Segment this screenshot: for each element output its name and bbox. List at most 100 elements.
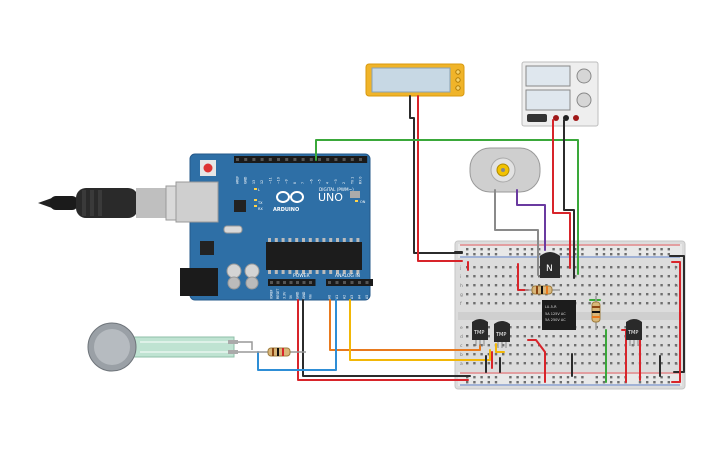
digital-pin-label: ~3 [334,179,338,184]
row-letter: b [460,352,463,358]
power-pin[interactable] [309,281,312,284]
digital-pin-label: ~10 [277,177,281,184]
analog-pin[interactable] [343,281,346,284]
digital-pin-label: RX 0 [359,177,363,184]
resistor-icon[interactable] [525,285,560,295]
analog-pin-label: A2 [343,295,347,299]
analog-pin-label: A5 [365,295,369,299]
analog-pin-label: A1 [335,295,339,299]
digital-pin[interactable] [309,158,313,161]
resistor-icon[interactable] [262,347,306,357]
row-letter: e [460,326,463,331]
row-letter: a [460,362,463,367]
rx-label: RX [258,207,263,211]
power-pin-label: GND [296,291,300,299]
digital-pwm-label: DIGITAL (PWM~) [319,187,354,192]
relay-label-1: LU-5-R [545,305,557,309]
digital-pin[interactable] [277,158,280,161]
analog-pin-label: A0 [328,295,332,299]
analog-pin[interactable] [358,281,361,284]
force-sensor-icon[interactable] [87,322,262,372]
digital-pin[interactable] [350,158,354,161]
digital-pin-label: 12 [260,180,264,184]
transistor-label: N [546,264,553,274]
row-letter: i [675,274,676,280]
power-pin-label: GND [302,291,306,299]
arduino-logo-icon [276,191,304,203]
lcd-display-icon[interactable] [365,63,465,97]
analog-in-label: ANALOG IN [335,273,360,279]
row-letter: d [675,334,678,340]
row-letter: g [460,293,463,298]
temperature-sensor-icon[interactable]: TMP [472,319,488,346]
digital-pin-label: 2 [342,182,346,184]
power-pin-label: 3.3V [283,291,287,299]
digital-pin[interactable] [359,158,362,161]
row-letter: d [460,334,463,340]
row-letter: f [460,301,462,307]
digital-pin-label: 7 [301,182,305,184]
digital-pin[interactable] [268,158,272,161]
resistor-icon[interactable] [591,296,601,330]
analog-pin[interactable] [350,281,354,284]
row-letter: h [460,283,463,289]
digital-pin[interactable] [252,158,256,161]
power-label: POWER [293,273,310,279]
digital-pin[interactable] [334,158,338,161]
digital-pin[interactable] [244,158,248,161]
power-pin-label: IOREF [270,289,274,299]
temperature-sensor-icon[interactable]: TMP [626,319,642,346]
power-pin-label: RESET [276,289,280,299]
power-pin[interactable] [289,281,293,284]
digital-pin[interactable] [285,158,289,161]
power-pin-label: Vin [309,294,313,299]
microcontroller-chip [268,238,360,274]
digital-pin[interactable] [293,158,297,161]
digital-pin[interactable] [301,158,305,161]
power-pin[interactable] [302,281,306,284]
power-pin[interactable] [283,281,286,284]
digital-pin[interactable] [260,158,264,161]
transistor-icon[interactable]: N [540,252,560,278]
power-pin-label: 5V [289,294,293,299]
digital-pin-label: TX 1 [350,177,354,185]
digital-pin[interactable] [236,158,239,161]
power-pin[interactable] [270,281,273,284]
row-letter: h [675,283,678,289]
digital-pin-label: ~11 [268,177,272,184]
digital-pin-label: 13 [252,180,256,184]
power-pin[interactable] [276,281,280,284]
analog-pin[interactable] [335,281,339,284]
analog-pin[interactable] [328,281,331,284]
digital-pin[interactable] [342,158,346,161]
temp-sensor-label-1: TMP [473,330,484,336]
temperature-sensor-icon[interactable]: TMP [494,321,510,348]
digital-pin-label: ~5 [318,179,322,184]
temp-sensor-label-2: TMP [495,332,506,338]
analog-pin[interactable] [365,281,369,284]
row-letter: c [675,344,678,349]
row-letter: a [675,362,678,367]
digital-pin-label: GND [244,176,248,184]
usb-cable-icon[interactable] [38,185,197,221]
digital-pin[interactable] [318,158,321,161]
power-pin[interactable] [296,281,299,284]
relay-icon[interactable]: LU-5-R 5A 125V AC 5A 250V AC [542,300,576,330]
dc-motor-icon[interactable] [469,147,541,193]
digital-pin-label: 8 [293,182,297,184]
power-supply-icon[interactable] [521,61,599,127]
l-led-label: L [258,188,260,192]
digital-pin-label: ~9 [285,179,289,184]
digital-pin-label: AREF [236,176,240,184]
row-letter: j [674,265,676,271]
arduino-brand-label: ARDUINO [273,207,299,213]
digital-pin[interactable] [326,158,330,161]
row-letter: i [460,274,461,280]
on-led-label: ON [360,200,366,204]
